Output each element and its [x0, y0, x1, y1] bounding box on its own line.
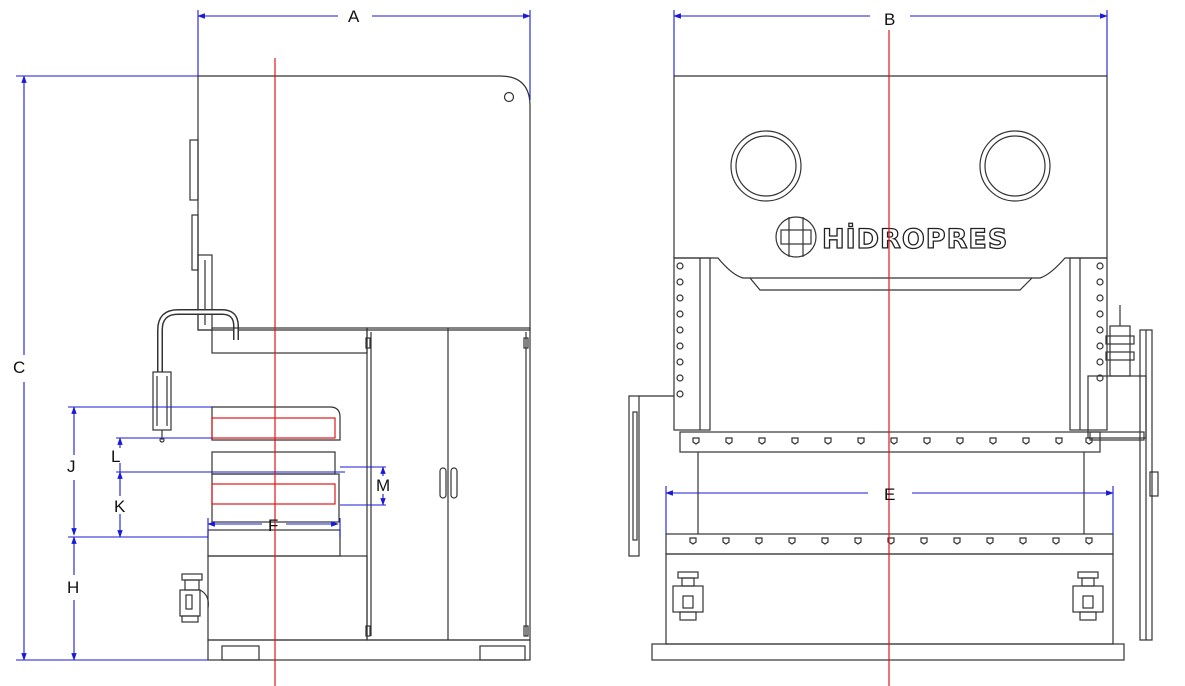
dim-label-a: A: [348, 7, 360, 26]
side-cylinder: [152, 371, 172, 431]
front-window-left: [730, 130, 802, 202]
side-view: [152, 75, 531, 661]
front-hydraulic-unit: [1087, 305, 1159, 641]
front-view: [628, 75, 1159, 661]
brand-logo-text: HİDROPRES: [822, 223, 1008, 255]
side-column: [207, 555, 368, 641]
side-upper-body: [197, 75, 531, 331]
side-tool-zones: [211, 417, 336, 505]
side-back-panel: [189, 139, 199, 201]
dim-label-b: B: [884, 10, 895, 29]
side-base: [207, 639, 531, 661]
dim-label-h: H: [67, 578, 79, 597]
upper-tool-zone: [211, 417, 336, 439]
front-foot-valve-left: [672, 571, 704, 621]
side-slide: [211, 406, 341, 441]
side-foot-valve: [179, 573, 209, 623]
hidropres-logo-icon: [775, 216, 817, 258]
side-lifting-hole: [503, 91, 515, 103]
dim-label-f: F: [268, 516, 278, 535]
dim-label-m: M: [376, 476, 390, 495]
front-window-right: [979, 130, 1051, 202]
front-foot-valve-right: [1072, 571, 1104, 621]
dim-label-c: C: [13, 358, 25, 377]
front-dimensions: [665, 10, 1114, 534]
lower-tool-zone: [211, 483, 336, 505]
dim-label-e: E: [884, 485, 895, 504]
front-column-left: [673, 257, 711, 431]
dim-label-k: K: [114, 497, 126, 516]
front-slide: [679, 431, 1101, 453]
front-crown: [673, 75, 1108, 279]
front-base: [651, 643, 1125, 661]
dim-label-j: J: [67, 457, 76, 476]
front-side-guard-left: [628, 395, 640, 557]
front-column-holes: [676, 262, 1104, 398]
side-bolster: [211, 451, 336, 475]
dim-label-l: L: [111, 447, 120, 466]
side-dimensions: [16, 10, 531, 661]
